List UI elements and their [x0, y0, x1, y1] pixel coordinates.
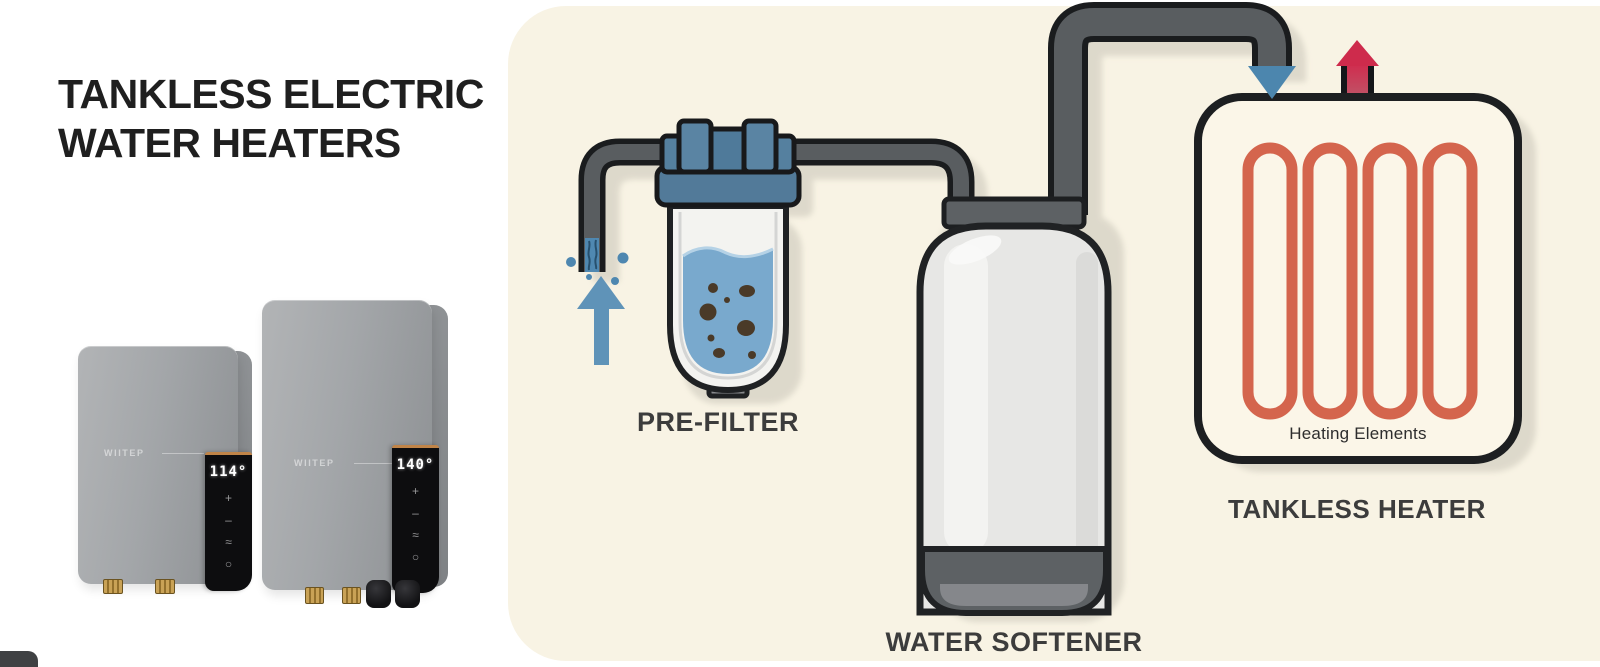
plus-icon: +	[411, 484, 419, 498]
title-line-1: TANKLESS ELECTRIC	[58, 71, 484, 117]
wave-icon: ≈	[412, 528, 419, 542]
brand-logo: WIITEP	[104, 448, 145, 458]
product-large-heater: WIITEP 140° + – ≈ ○	[262, 300, 448, 608]
black-fitting	[395, 580, 420, 608]
control-buttons: + – ≈ ○	[225, 492, 232, 570]
temperature-display: 114°	[209, 464, 248, 480]
water-droplet	[586, 274, 592, 280]
filter-head-tab	[676, 118, 714, 175]
control-buttons: + – ≈ ○	[412, 485, 419, 563]
hot-outlet-up-arrow-icon	[1336, 40, 1379, 66]
brass-fitting	[155, 579, 175, 594]
water-droplet	[611, 277, 619, 285]
logo-line	[354, 463, 398, 464]
brass-fitting	[103, 579, 123, 594]
logo-line	[162, 453, 204, 454]
water-softener	[916, 196, 1112, 616]
filter-head-tab	[741, 118, 779, 175]
water-droplet	[617, 252, 629, 264]
inlet-up-arrow-icon	[577, 276, 625, 309]
heating-coil	[1362, 142, 1418, 420]
power-icon: ○	[224, 557, 233, 571]
heating-coil	[1422, 142, 1478, 420]
brass-fitting	[305, 587, 324, 604]
brass-fitting	[342, 587, 361, 604]
temperature-display: 140°	[396, 457, 435, 473]
heater-label: TANKLESS HEATER	[1228, 494, 1486, 524]
flow-down-arrow-icon	[1248, 66, 1296, 99]
heating-coil	[1302, 142, 1358, 420]
prefilter-label: PRE-FILTER	[637, 407, 799, 437]
pipes	[578, 2, 1292, 272]
black-fitting	[366, 580, 391, 608]
control-panel: 114° + – ≈ ○	[205, 452, 252, 591]
product-small-heater: WIITEP 114° + – ≈ ○	[78, 346, 252, 594]
brand-logo: WIITEP	[294, 458, 335, 468]
heater-box	[1194, 93, 1522, 464]
cold-water-inlet	[566, 238, 629, 365]
page-title: TANKLESS ELECTRIC WATER HEATERS	[58, 70, 484, 168]
wave-icon: ≈	[225, 535, 232, 549]
minus-icon: –	[225, 513, 232, 527]
tank-highlight	[944, 244, 988, 554]
heating-elements-label: Heating Elements	[1289, 424, 1427, 443]
cropped-corner-object	[0, 651, 38, 667]
heating-coil	[1242, 142, 1298, 420]
softener-label: WATER SOFTENER	[885, 627, 1143, 657]
minus-icon: –	[412, 506, 419, 520]
plus-icon: +	[224, 491, 232, 505]
heating-coils	[1242, 142, 1478, 420]
tankless-heater	[1194, 40, 1522, 464]
water-droplet	[566, 257, 576, 267]
filter-water	[683, 247, 773, 374]
sediment-particles	[699, 283, 756, 359]
control-panel: 140° + – ≈ ○	[392, 445, 439, 593]
power-icon: ○	[411, 550, 420, 564]
filter-head-center	[708, 126, 747, 175]
title-line-2: WATER HEATERS	[58, 120, 401, 166]
pre-filter	[654, 118, 802, 399]
